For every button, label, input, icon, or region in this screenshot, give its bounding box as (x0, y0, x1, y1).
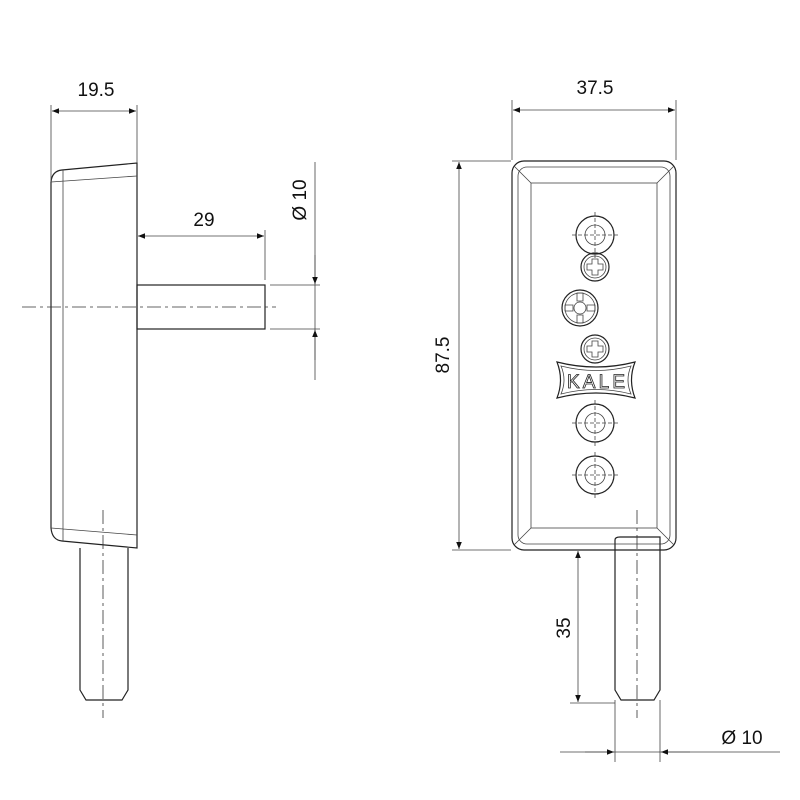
front-pin-length-dimension-label: 35 (554, 617, 575, 638)
adjustment-screw-icon (561, 289, 599, 327)
screw-hole (572, 400, 618, 446)
side-body-outline (50, 162, 138, 549)
front-pin-diameter-dimension-label: Ø 10 (721, 728, 762, 749)
depth-dimension-label: 19.5 (78, 80, 115, 101)
width-dimension-label: 37.5 (577, 78, 614, 99)
phillips-screw-icon (580, 252, 610, 282)
pin-length-dimension-label: 29 (193, 210, 214, 231)
phillips-screw-icon (580, 334, 610, 364)
height-dimension-label: 87.5 (433, 337, 454, 374)
side-pin-bottom (79, 548, 129, 701)
pin-diameter-dimension-label: Ø 10 (290, 179, 311, 220)
front-view: KALE 37.5 87.5 35 Ø 10 (433, 78, 780, 762)
front-pin-bottom (614, 536, 661, 701)
side-body-chamfer-lines (50, 170, 138, 541)
screw-hole (572, 452, 618, 498)
kale-logo: KALE (556, 361, 636, 399)
side-view: 19.5 29 Ø 10 (22, 80, 320, 718)
screw-hole (572, 212, 618, 258)
front-body-outline (511, 160, 677, 551)
